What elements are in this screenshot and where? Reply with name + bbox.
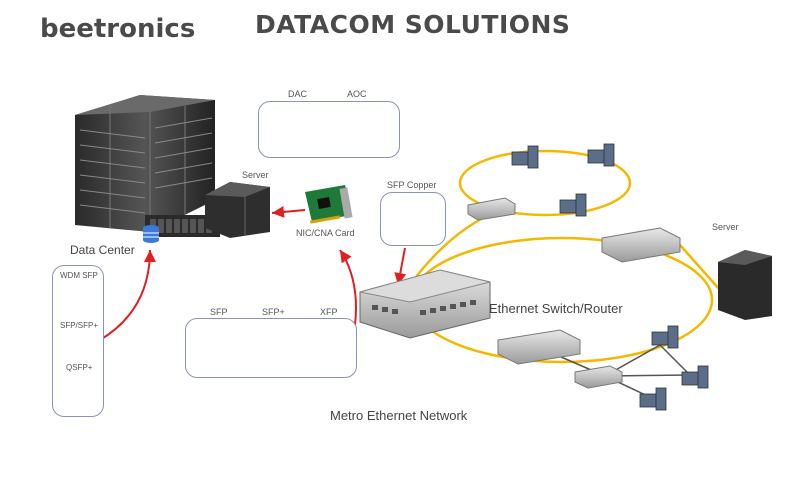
nic-card-icon	[305, 185, 353, 224]
brand-logo: beetronics	[40, 14, 196, 44]
tower-server-icon	[718, 250, 772, 320]
module-list-box	[52, 265, 104, 417]
label-metro: Metro Ethernet Network	[330, 408, 468, 423]
arrow-modules-to-dc	[99, 249, 156, 341]
label-nic-card: NIC/CNA Card	[296, 228, 355, 238]
server-rack-icon	[75, 95, 220, 237]
switch-icon	[467, 197, 681, 389]
label-xfp: XFP	[320, 307, 338, 317]
arrow-modules-to-nic	[339, 249, 357, 326]
label-server-left: Server	[242, 170, 269, 180]
transceiver-box	[185, 318, 357, 378]
label-sfp-copper: SFP Copper	[387, 180, 437, 190]
switch-icon	[359, 269, 491, 339]
label-server-right: Server	[712, 222, 739, 232]
top-ring	[458, 149, 632, 217]
page-title: DATACOM SOLUTIONS	[255, 10, 571, 39]
label-sfp-plus: SFP+	[262, 307, 285, 317]
database-icon	[143, 225, 159, 243]
label-data-center: Data Center	[70, 243, 135, 257]
arrow-copper-to-switch	[394, 247, 407, 286]
label-sfp-sfpplus: SFP/SFP+	[60, 321, 99, 330]
label-aoc: AOC	[347, 89, 367, 99]
label-qsfp: QSFP+	[66, 363, 93, 372]
label-wdm-sfp: WDM SFP	[60, 271, 98, 280]
arrow-nic-to-server	[271, 205, 306, 218]
label-switch-router: Ethernet Switch/Router	[489, 301, 623, 316]
label-dac: DAC	[288, 89, 308, 99]
sfp-copper-box	[380, 192, 446, 246]
cable-box	[258, 101, 400, 158]
tower-server-icon	[205, 182, 270, 238]
desktop-pc-icon	[511, 143, 709, 411]
label-sfp: SFP	[210, 307, 228, 317]
red-arrows	[99, 205, 407, 341]
